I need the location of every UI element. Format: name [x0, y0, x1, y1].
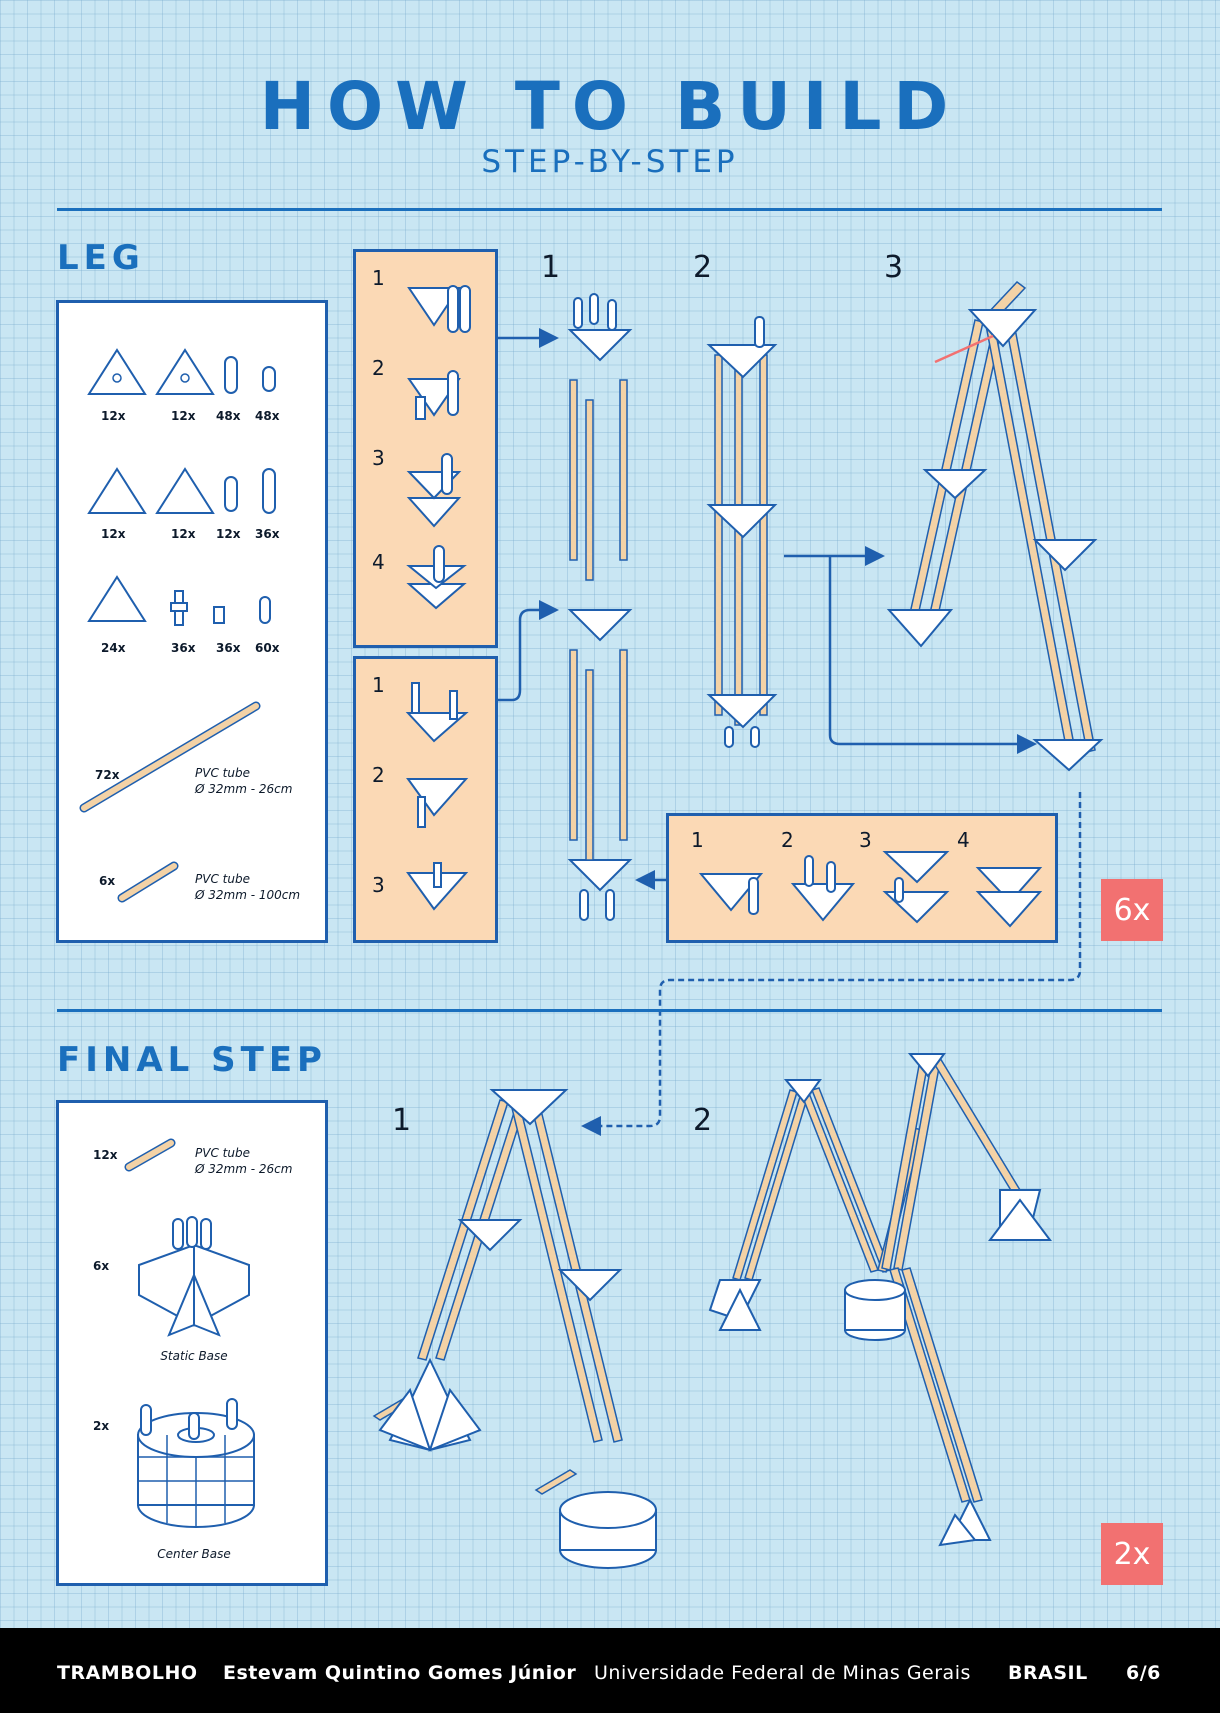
base-plate-assembly-icon	[882, 851, 950, 924]
long-hinge-icon	[262, 468, 276, 514]
tube-size: Ø 32mm - 26cm	[195, 1162, 293, 1176]
static-base-icon	[138, 1216, 250, 1337]
peg-assembly-icon	[406, 778, 469, 828]
part-qty: 48x	[216, 409, 241, 423]
footer-bar: TRAMBOLHO Estevam Quintino Gomes Júnior …	[0, 1628, 1220, 1713]
plate-assembly-icon	[406, 453, 462, 528]
tube-qty: 6x	[99, 874, 116, 888]
large-triangle-plate-icon	[155, 348, 215, 395]
part-qty: 12x	[171, 527, 196, 541]
part-qty: 60x	[255, 641, 280, 655]
part-qty: 36x	[171, 641, 196, 655]
step-number: 4	[372, 550, 385, 574]
part-qty: 12x	[101, 409, 126, 423]
step-number: 1	[372, 673, 385, 697]
large-triangle-plate-icon	[87, 348, 147, 395]
hinge-tab-icon	[224, 356, 238, 394]
static-base-qty: 6x	[93, 1259, 110, 1273]
leg-step1-exploded-illustration	[567, 293, 633, 921]
step-number: 3	[372, 873, 385, 897]
final-step1-leg-on-bases-illustration	[372, 1089, 657, 1569]
step-number: 1	[691, 828, 704, 852]
static-base-label: Static Base	[160, 1349, 228, 1363]
final-parts-panel: 12x PVC tube Ø 32mm - 26cm 6x Static Bas…	[56, 1100, 328, 1586]
part-qty: 36x	[216, 641, 241, 655]
leg-step-number: 1	[541, 250, 561, 285]
part-qty: 36x	[255, 527, 280, 541]
header-divider	[57, 208, 1162, 211]
footer-country: BRASIL	[1008, 1662, 1088, 1684]
triangle-plate-icon	[87, 575, 147, 622]
part-qty: 48x	[255, 409, 280, 423]
pvc-tube-short-icon	[117, 861, 179, 903]
multiplier-badge: 2x	[1101, 1523, 1163, 1585]
small-clip-icon	[213, 606, 225, 624]
plate-assembly-icon	[407, 370, 461, 420]
sub-assembly-a-panel: 1 2 3 4	[353, 249, 498, 648]
sub-assembly-c-panel: 1 2 3 4	[666, 813, 1058, 943]
base-plate-assembly-icon	[975, 867, 1043, 928]
part-qty: 24x	[101, 641, 126, 655]
page-subtitle: STEP-BY-STEP	[481, 144, 739, 180]
footer-page-number: 6/6	[1126, 1662, 1161, 1684]
footer-project: TRAMBOLHO	[57, 1662, 198, 1684]
part-qty: 12x	[171, 409, 196, 423]
peg-assembly-icon	[405, 682, 469, 743]
hook-tab-icon	[224, 476, 238, 512]
tube-name: PVC tube	[195, 1146, 250, 1160]
connector-peg-icon	[170, 590, 188, 626]
step-number: 4	[957, 828, 970, 852]
step-number: 1	[372, 266, 385, 290]
final-step2-assembly-illustration	[708, 1053, 1052, 1547]
leg-step3-aframe-illustration	[886, 280, 1104, 772]
center-base-qty: 2x	[93, 1419, 110, 1433]
base-plate-assembly-icon	[790, 855, 856, 922]
footer-university: Universidade Federal de Minas Gerais	[594, 1662, 971, 1684]
spacer-icon	[259, 596, 271, 624]
step-number: 2	[372, 763, 385, 787]
footer-author: Estevam Quintino Gomes Júnior	[223, 1662, 577, 1684]
pvc-tube-icon	[124, 1138, 176, 1172]
leg-step-number: 2	[693, 250, 713, 285]
tube-name: PVC tube	[195, 766, 250, 780]
tube-qty: 72x	[95, 768, 120, 782]
center-base-label: Center Base	[157, 1547, 231, 1561]
leg-parts-panel: 12x 12x 48x 48x 12x 12x 12x 36x 24x 36x …	[56, 300, 328, 943]
plate-assembly-icon	[407, 285, 471, 333]
sub-assembly-b-panel: 1 2 3	[353, 656, 498, 943]
section-divider	[57, 1009, 1162, 1012]
peg-assembly-icon	[406, 862, 469, 911]
base-plate-assembly-icon	[698, 873, 764, 915]
tube-size: Ø 32mm - 100cm	[195, 888, 301, 902]
triangle-plate-icon	[155, 467, 215, 514]
plate-assembly-icon	[406, 545, 467, 610]
part-qty: 12x	[101, 527, 126, 541]
leg-section-title: LEG	[57, 238, 145, 278]
center-base-icon	[137, 1398, 255, 1528]
small-hinge-icon	[262, 366, 276, 392]
pvc-tube-long-icon	[79, 701, 261, 813]
step-number: 3	[372, 446, 385, 470]
step-number: 3	[859, 828, 872, 852]
final-section-title: FINAL STEP	[57, 1040, 327, 1080]
tube-name: PVC tube	[195, 872, 250, 886]
leg-step2-column-illustration	[706, 316, 778, 748]
multiplier-badge: 6x	[1101, 879, 1163, 941]
triangle-plate-icon	[87, 467, 147, 514]
step-number: 2	[781, 828, 794, 852]
final-step-number: 2	[693, 1103, 713, 1138]
tube-size: Ø 32mm - 26cm	[195, 782, 293, 796]
part-qty: 12x	[216, 527, 241, 541]
tube-qty: 12x	[93, 1148, 118, 1162]
step-number: 2	[372, 356, 385, 380]
leg-step-number: 3	[884, 250, 904, 285]
final-step-number: 1	[392, 1103, 412, 1138]
page-title: HOW TO BUILD	[259, 68, 961, 145]
